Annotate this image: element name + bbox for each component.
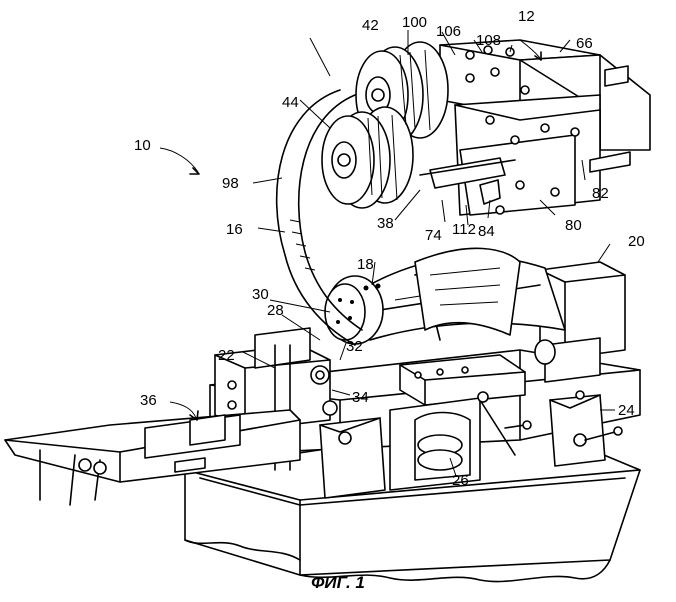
label-66: 66 (576, 35, 593, 52)
label-42: 42 (362, 17, 379, 34)
label-28: 28 (267, 302, 284, 319)
label-12: 12 (518, 8, 535, 25)
label-22: 22 (218, 347, 235, 364)
rollers (322, 42, 448, 208)
label-24: 24 (618, 402, 635, 419)
figure-caption: ФИГ. 1 (311, 573, 365, 592)
label-34: 34 (352, 389, 369, 406)
label-98: 98 (222, 175, 239, 192)
label-100: 100 (402, 14, 427, 31)
label-44: 44 (282, 94, 299, 111)
label-18: 18 (357, 256, 374, 273)
label-16: 16 (226, 221, 243, 238)
label-112: 112 (452, 221, 476, 238)
label-108: 108 (476, 32, 501, 49)
label-38: 38 (377, 215, 394, 232)
label-82: 82 (592, 185, 609, 202)
label-80: 80 (565, 217, 582, 234)
label-36: 36 (140, 392, 157, 409)
label-32: 32 (346, 338, 363, 355)
label-74: 74 (425, 227, 442, 244)
head-assembly-12 (420, 40, 650, 215)
cylinder-18 (360, 248, 565, 340)
label-84: 84 (478, 223, 495, 240)
label-30: 30 (252, 286, 269, 303)
label-10: 10 (134, 137, 151, 154)
label-20: 20 (628, 233, 645, 250)
label-106: 106 (436, 23, 461, 40)
label-26: 26 (452, 472, 469, 489)
disc-30 (325, 276, 383, 344)
